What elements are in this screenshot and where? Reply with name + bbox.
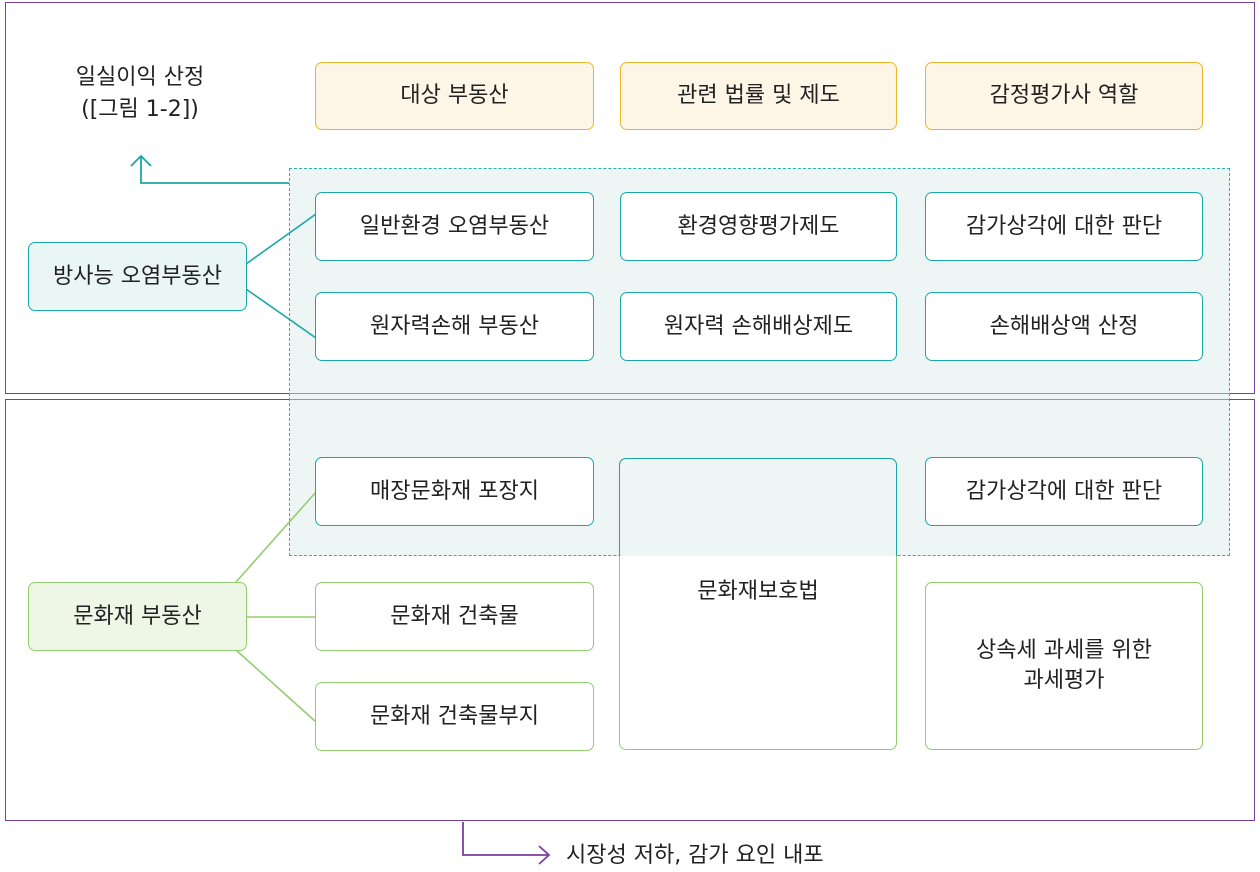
arrow-right-head-icon xyxy=(538,845,551,865)
side-note-line1: 일실이익 산정 xyxy=(75,65,205,90)
radiation-target-1: 일반환경 오염부동산 xyxy=(315,192,594,261)
cultural-law-box-highlight xyxy=(619,458,897,556)
cultural-law-box: 문화재보호법 xyxy=(619,458,897,750)
connector-cultural-3 xyxy=(235,649,317,723)
cultural-role-2: 상속세 과세를 위한 과세평가 xyxy=(925,582,1203,750)
arrow-to-side-note xyxy=(140,157,289,184)
upper-section-frame xyxy=(5,2,1255,394)
arrow-to-footer-note xyxy=(462,822,548,856)
header-related-law: 관련 법률 및 제도 xyxy=(620,62,897,130)
header-target-property: 대상 부동산 xyxy=(315,62,594,130)
side-note: 일실이익 산정 ([그림 1-2]) xyxy=(40,62,240,126)
cultural-role-1: 감가상각에 대한 판단 xyxy=(925,457,1203,526)
header-appraiser-role: 감정평가사 역할 xyxy=(925,62,1203,130)
cultural-target-3: 문화재 건축물부지 xyxy=(315,682,594,751)
cultural-role-2-line2: 과세평가 xyxy=(1023,668,1105,693)
connector-radiation-row2 xyxy=(245,288,317,339)
radiation-role-1: 감가상각에 대한 판단 xyxy=(925,192,1203,261)
cultural-law-label: 문화재보호법 xyxy=(697,579,819,604)
radiation-law-2: 원자력 손해배상제도 xyxy=(620,292,897,361)
footer-note: 시장성 저하, 감가 요인 내포 xyxy=(566,843,824,868)
arrow-up-head-icon xyxy=(130,154,152,167)
cultural-role-2-line1: 상속세 과세를 위한 xyxy=(976,638,1152,664)
radiation-target-2: 원자력손해 부동산 xyxy=(315,292,594,361)
side-note-line2: ([그림 1-2]) xyxy=(81,96,199,122)
radiation-law-1: 환경영향평가제도 xyxy=(620,192,897,261)
cultural-target-2: 문화재 건축물 xyxy=(315,582,594,651)
radiation-role-2: 손해배상액 산정 xyxy=(925,292,1203,361)
category-cultural: 문화재 부동산 xyxy=(28,582,247,651)
category-radiation: 방사능 오염부동산 xyxy=(28,242,247,311)
connector-radiation-row1 xyxy=(245,213,317,265)
cultural-target-1: 매장문화재 포장지 xyxy=(315,457,594,526)
lower-section-frame xyxy=(5,399,1255,821)
connector-cultural-1 xyxy=(235,491,317,583)
